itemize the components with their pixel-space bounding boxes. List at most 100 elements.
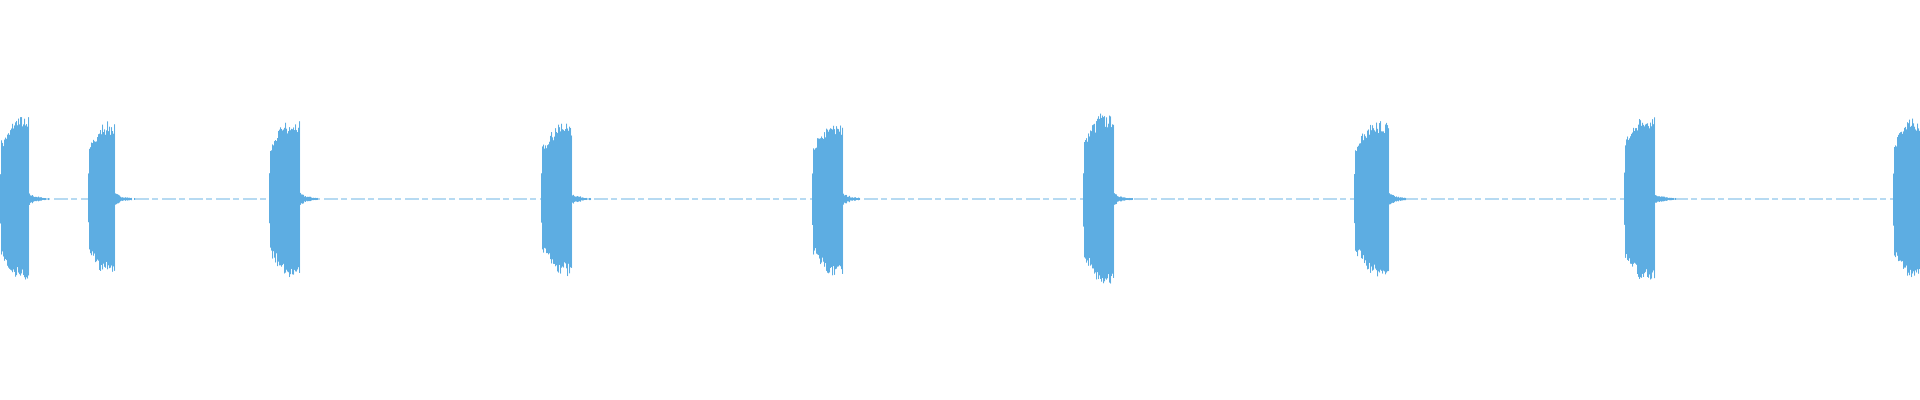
waveform-column <box>823 138 825 262</box>
waveform-column <box>1893 173 1895 226</box>
waveform-column <box>1636 128 1638 265</box>
waveform-column <box>856 197 858 200</box>
waveform-columns <box>0 113 1920 284</box>
waveform-column <box>10 130 12 270</box>
waveform-column <box>848 196 850 202</box>
waveform-column <box>841 134 843 270</box>
waveform-column <box>826 128 828 271</box>
waveform-column <box>304 196 306 202</box>
waveform-column <box>92 143 94 252</box>
waveform-column <box>1084 141 1086 258</box>
waveform-column <box>1654 117 1656 279</box>
waveform-column <box>556 131 558 266</box>
waveform-column <box>572 195 574 203</box>
waveform-column <box>105 134 107 268</box>
waveform-column <box>1094 123 1096 274</box>
waveform-column <box>285 122 287 273</box>
waveform-column <box>48 198 50 201</box>
waveform-column <box>1916 130 1918 273</box>
waveform-column <box>1628 140 1630 261</box>
waveform-column <box>1635 128 1637 264</box>
waveform-column <box>1091 131 1093 265</box>
waveform-column <box>305 196 307 203</box>
waveform-column <box>549 141 551 254</box>
waveform-column <box>552 137 554 260</box>
waveform-column <box>1644 126 1646 274</box>
waveform-column <box>813 148 815 255</box>
waveform-column <box>1377 128 1379 277</box>
waveform-column <box>95 141 97 263</box>
waveform-column <box>590 198 592 201</box>
waveform-column <box>833 125 835 267</box>
waveform-column <box>1103 117 1105 284</box>
waveform-column <box>106 130 108 262</box>
waveform-column <box>589 197 591 201</box>
waveform-column <box>1646 123 1648 270</box>
waveform-column <box>1630 136 1632 264</box>
waveform-column <box>1131 198 1133 201</box>
waveform-column <box>1900 132 1902 261</box>
waveform-column <box>1404 197 1406 201</box>
waveform-column <box>25 125 27 280</box>
waveform-column <box>1361 135 1363 259</box>
waveform-column <box>565 129 567 264</box>
waveform-column <box>274 141 276 258</box>
waveform-column <box>1113 124 1115 278</box>
waveform-column <box>1383 131 1385 271</box>
waveform-column <box>562 129 564 267</box>
waveform-column <box>128 197 130 201</box>
waveform-column <box>1110 116 1112 284</box>
waveform-column <box>279 129 281 266</box>
waveform-column <box>836 126 838 269</box>
waveform-column <box>1634 130 1636 263</box>
waveform-column <box>1917 123 1919 270</box>
waveform-column <box>35 196 37 202</box>
waveform-column <box>284 127 286 274</box>
waveform-column <box>1641 125 1643 278</box>
waveform-column <box>1358 145 1360 251</box>
waveform-column <box>1114 193 1116 205</box>
waveform-column <box>568 130 570 264</box>
waveform-column <box>1626 139 1628 255</box>
waveform-column <box>1667 197 1669 201</box>
waveform-column <box>317 197 319 200</box>
waveform-column <box>822 137 824 258</box>
waveform-column <box>837 128 839 267</box>
waveform-column <box>121 197 123 201</box>
waveform-column <box>43 197 45 200</box>
waveform-column <box>4 139 6 261</box>
waveform-column <box>102 124 104 270</box>
waveform-column <box>1096 121 1098 280</box>
waveform-column <box>271 150 273 251</box>
waveform-column <box>1118 196 1120 202</box>
waveform-column <box>308 196 310 202</box>
waveform-column <box>30 195 32 203</box>
waveform-column <box>1642 122 1644 274</box>
waveform-column <box>16 120 18 276</box>
waveform-column <box>131 197 133 201</box>
waveform-column <box>583 197 585 201</box>
waveform-column <box>1359 143 1361 250</box>
waveform-column <box>1376 122 1378 271</box>
waveform-column <box>1122 197 1124 201</box>
waveform-column <box>11 128 13 271</box>
waveform-column <box>1908 123 1910 273</box>
waveform-column <box>1092 125 1094 269</box>
waveform-column <box>1909 119 1911 276</box>
waveform-column <box>1388 128 1390 272</box>
waveform-column <box>1366 137 1368 266</box>
waveform-column <box>93 139 95 256</box>
waveform-column <box>576 196 578 202</box>
waveform-column <box>1655 195 1657 203</box>
waveform-column <box>1099 118 1101 276</box>
waveform-column <box>124 197 126 201</box>
waveform-column <box>1354 174 1356 224</box>
waveform-column <box>44 197 46 201</box>
waveform-column <box>577 196 579 203</box>
waveform-column <box>107 121 109 270</box>
waveform-column <box>564 130 566 263</box>
waveform-column <box>1657 196 1659 202</box>
waveform-column <box>546 148 548 254</box>
waveform-column <box>858 197 860 201</box>
